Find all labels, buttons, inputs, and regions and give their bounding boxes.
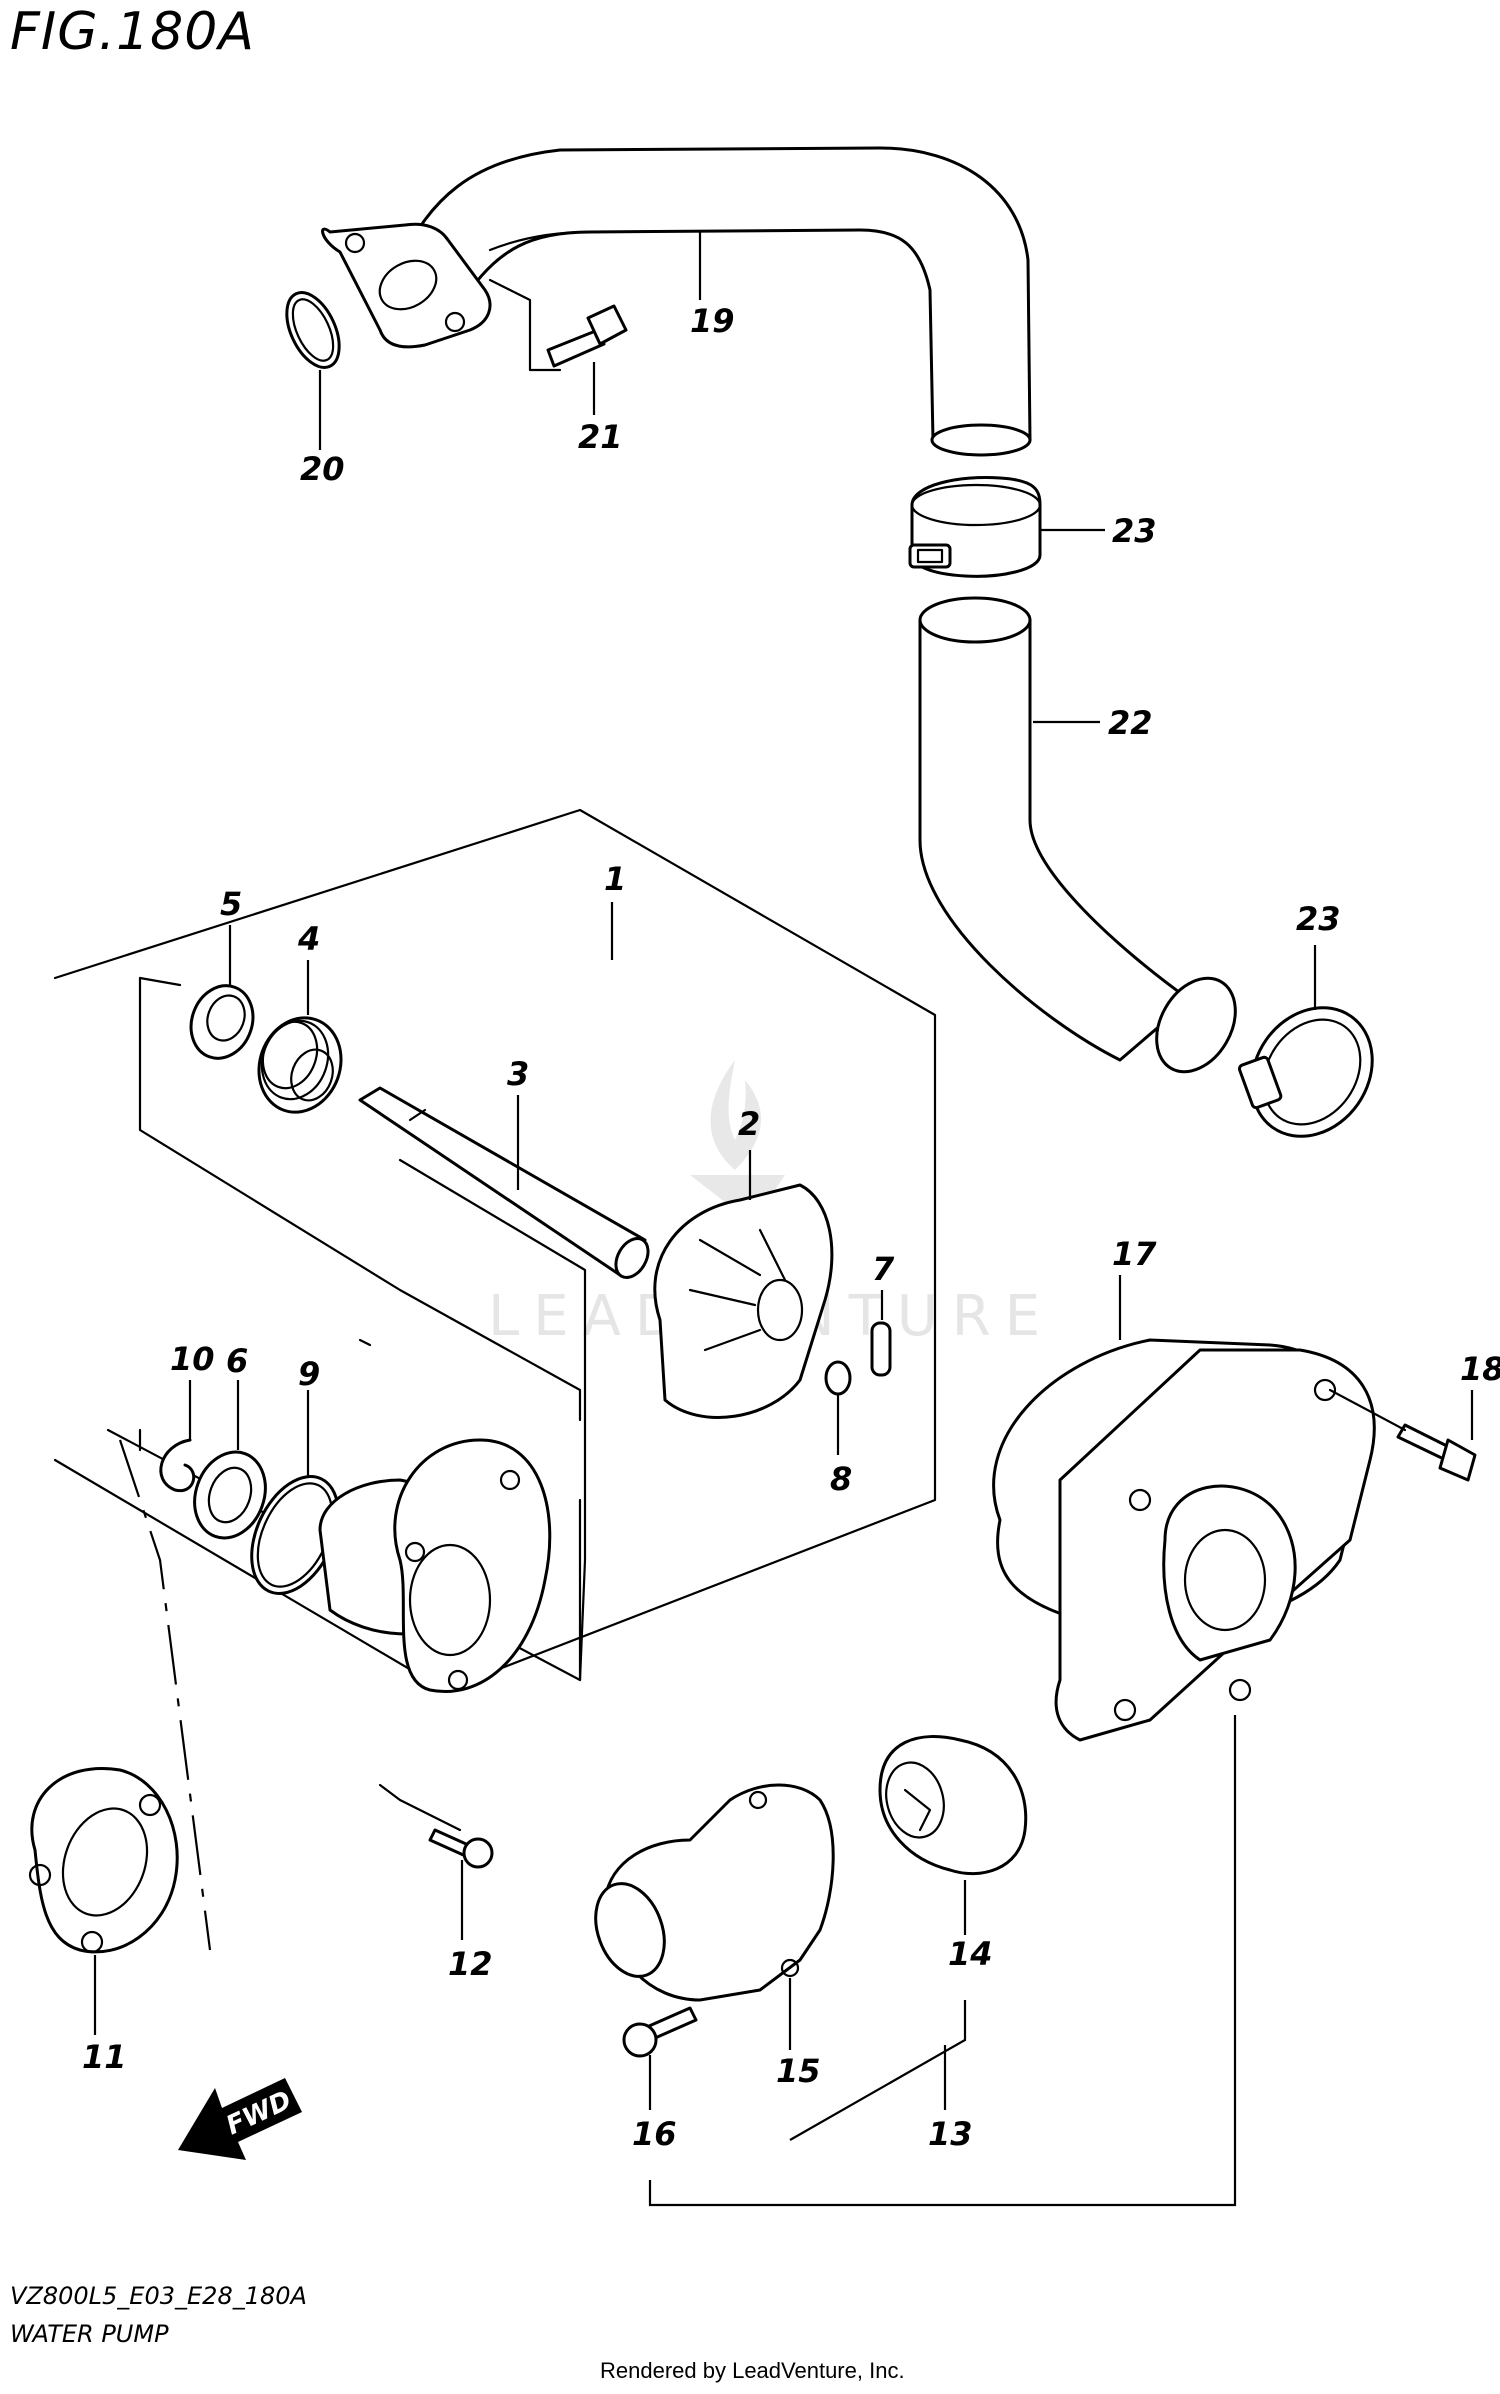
part-21-bolt: [488, 278, 628, 372]
part-2-impeller: [653, 1183, 834, 1419]
part-22-hose: [918, 596, 1237, 1074]
callout-23-upper: 23: [1112, 512, 1157, 550]
callout-5: 5: [220, 885, 242, 923]
dash-line-11: [118, 1439, 212, 1951]
part-11-gasket: [28, 1767, 179, 1954]
callout-10: 10: [170, 1340, 215, 1378]
fwd-arrow-icon: FWD: [178, 2078, 302, 2160]
part-16-screw: [622, 2006, 698, 2058]
bracket-13-branch: [789, 2000, 967, 2141]
callout-2: 2: [738, 1105, 760, 1143]
part-23-clamp-lower: [1238, 1006, 1374, 1138]
callout-1: 1: [604, 860, 626, 898]
callout-16: 16: [632, 2115, 677, 2153]
part-20-o-ring: [285, 291, 341, 369]
callout-14: 14: [948, 1935, 993, 1973]
callout-12: 12: [448, 1945, 493, 1983]
callout-19: 19: [690, 302, 735, 340]
part-8-washer: [824, 1360, 852, 1396]
callout-9: 9: [298, 1355, 320, 1393]
callout-23-lower: 23: [1296, 900, 1341, 938]
callout-21: 21: [578, 418, 623, 456]
callout-13: 13: [928, 2115, 973, 2153]
callout-8: 8: [830, 1460, 852, 1498]
part-4-mechanical-seal: [257, 1016, 343, 1114]
part-18-bolt: [1328, 1388, 1477, 1482]
diagram-name: WATER PUMP: [10, 2320, 169, 2348]
callout-3: 3: [507, 1055, 529, 1093]
bracket-13: [648, 1715, 1237, 2207]
part-15-thermostat-cover: [594, 1783, 835, 2002]
callout-22: 22: [1108, 704, 1153, 742]
part-19-outlet-pipe: [321, 146, 1032, 457]
callout-6: 6: [226, 1342, 248, 1380]
callout-15: 15: [776, 2052, 821, 2090]
part-6-bearing: [193, 1450, 267, 1540]
callout-7: 7: [872, 1250, 895, 1288]
callout-17: 17: [1112, 1235, 1157, 1273]
figure-title: FIG.180A: [10, 2, 255, 62]
part-23-clamp-upper: [908, 476, 1042, 578]
callout-18: 18: [1460, 1350, 1500, 1388]
part-5-oil-seal: [189, 984, 255, 1060]
diagram-code: VZ800L5_E03_E28_180A: [10, 2282, 307, 2310]
part-1-kit-outline: [53, 808, 937, 1692]
part-12-screw: [378, 1783, 494, 1869]
pump-body: [318, 1438, 552, 1693]
render-credit: Rendered by LeadVenture, Inc.: [600, 2358, 905, 2383]
callout-20: 20: [300, 450, 345, 488]
callout-11: 11: [82, 2038, 127, 2076]
water-pump-cover: [1054, 1348, 1376, 1742]
part-14-thermostat: [878, 1735, 1028, 1876]
part-10-circlip: [159, 1438, 196, 1493]
part-7-pin: [870, 1321, 892, 1377]
callout-4: 4: [297, 920, 320, 958]
part-3-shaft: [358, 1086, 650, 1279]
